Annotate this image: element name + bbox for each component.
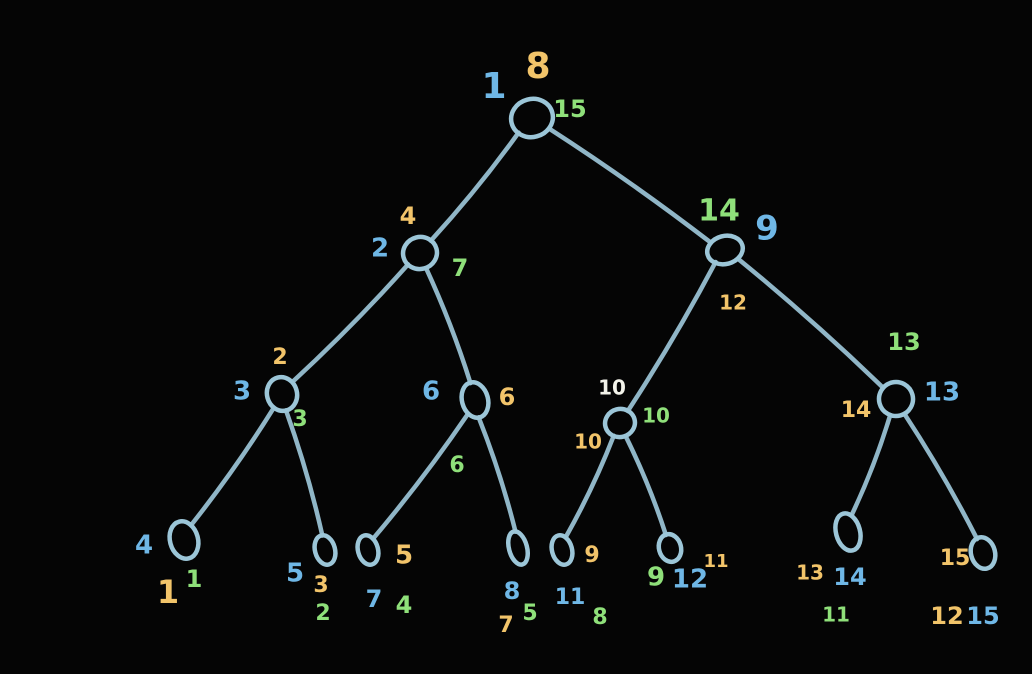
tree-edge: [283, 408, 325, 538]
tree-node-circle: [876, 379, 916, 419]
tree-node-circle: [312, 533, 338, 567]
node-number-label: 11: [703, 551, 728, 572]
tree-edge: [625, 259, 718, 414]
node-number-label: 2: [272, 345, 287, 370]
node-number-label: 13: [887, 328, 920, 356]
tree-node-circle: [549, 533, 575, 567]
tree-edge: [849, 412, 893, 517]
tree-edge: [428, 130, 521, 243]
tree-edge: [371, 412, 470, 541]
node-number-label: 4: [135, 531, 153, 561]
node-number-label: 11: [555, 585, 586, 610]
node-number-label: 11: [822, 603, 850, 627]
node-number-label: 14: [698, 194, 740, 229]
tree-edge: [476, 415, 518, 534]
node-number-label: 5: [286, 559, 304, 589]
node-number-label: 15: [940, 546, 971, 571]
tree-node-circle: [704, 233, 746, 267]
tree-edge: [423, 265, 473, 386]
tree-node-circle: [459, 380, 491, 420]
node-number-label: 12: [719, 291, 747, 315]
node-number-label: 1: [186, 565, 203, 593]
node-number-label: 7: [498, 613, 513, 638]
node-number-label: 15: [966, 602, 999, 630]
node-number-label: 4: [400, 202, 417, 230]
tree-node-circle: [355, 533, 381, 567]
tree-edge: [902, 411, 980, 542]
node-number-label: 10: [574, 430, 602, 454]
node-number-label: 3: [313, 573, 328, 598]
node-number-label: 7: [452, 254, 469, 282]
node-number-label: 13: [796, 561, 824, 585]
node-number-label: 14: [833, 563, 866, 591]
edges: [189, 126, 980, 542]
node-number-label: 12: [672, 565, 708, 595]
tree-edge: [623, 433, 669, 538]
node-number-label: 8: [592, 605, 607, 630]
node-number-label: 3: [292, 407, 307, 432]
node-number-label: 15: [553, 95, 586, 123]
node-number-label: 14: [841, 398, 872, 423]
node-number-label: 6: [499, 383, 516, 411]
node-number-label: 6: [422, 377, 440, 407]
nodes: [167, 96, 998, 572]
node-number-label: 8: [525, 46, 550, 87]
tree-node-circle: [968, 534, 998, 572]
node-number-label: 12: [930, 602, 963, 630]
tree-node-circle: [400, 234, 440, 272]
node-number-label: 7: [366, 585, 383, 613]
tree-node-circle: [264, 374, 300, 414]
tree-node-circle: [656, 531, 684, 565]
tree-edge: [547, 126, 713, 245]
tree-edge: [189, 405, 276, 527]
node-number-label: 1: [157, 573, 179, 611]
node-number-label: 5: [395, 541, 413, 571]
tree-edge: [290, 262, 411, 385]
tree-edge: [563, 433, 617, 539]
tree-edge: [736, 256, 886, 391]
tree-node-circle: [167, 519, 201, 561]
node-number-label: 9: [755, 209, 779, 249]
node-number-label: 5: [522, 601, 537, 626]
node-number-label: 4: [396, 591, 413, 619]
node-number-label: 3: [233, 377, 251, 407]
node-number-label: 1: [481, 66, 506, 107]
node-number-label: 9: [647, 563, 665, 593]
node-number-label: 10: [598, 376, 626, 400]
node-number-label: 8: [504, 577, 521, 605]
node-number-label: 13: [924, 378, 960, 408]
node-number-label: 6: [449, 453, 464, 478]
tree-node-circle: [506, 529, 530, 567]
node-number-label: 9: [584, 543, 599, 568]
node-number-label: 2: [371, 234, 389, 264]
node-number-label: 10: [642, 404, 670, 428]
node-number-label: 2: [315, 601, 330, 626]
tree-node-circle: [508, 96, 556, 140]
tree-node-circle: [602, 406, 638, 440]
tree-node-circle: [833, 511, 863, 553]
